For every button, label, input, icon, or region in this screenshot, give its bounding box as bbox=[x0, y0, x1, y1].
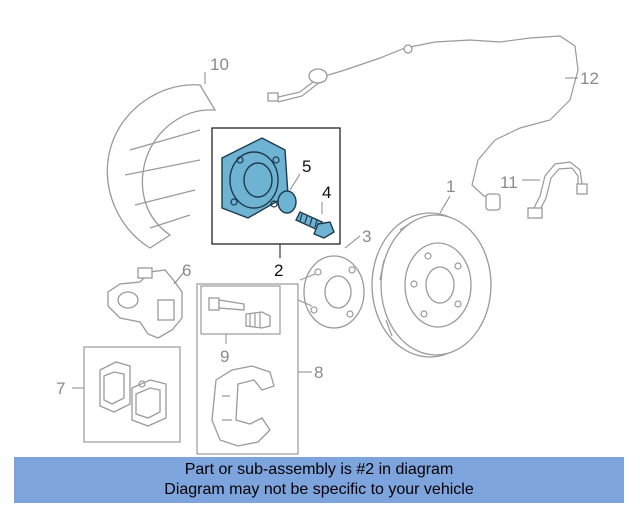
callout-3: 3 bbox=[362, 227, 371, 246]
banner-line-2: Diagram may not be specific to your vehi… bbox=[164, 481, 474, 498]
callout-1: 1 bbox=[446, 177, 455, 196]
callout-6: 6 bbox=[182, 261, 191, 280]
part-2-hub-assembly bbox=[221, 137, 289, 219]
callout-2: 2 bbox=[274, 261, 283, 280]
part-12-abs-sensor-wire bbox=[267, 35, 579, 211]
part-10-dust-shield bbox=[106, 72, 217, 249]
part-6-caliper bbox=[107, 267, 185, 339]
callout-10: 10 bbox=[210, 55, 229, 74]
callout-11: 11 bbox=[500, 173, 518, 192]
diagram-notice-banner: Part or sub-assembly is #2 in diagram Di… bbox=[14, 457, 624, 503]
callout-9: 9 bbox=[220, 347, 229, 366]
callout-8: 8 bbox=[314, 363, 323, 382]
part-8-group-box bbox=[196, 283, 299, 455]
parts-diagram: 12 11 10 5 4 2 bbox=[56, 35, 599, 455]
callout-12: 12 bbox=[580, 69, 599, 88]
part-5-cap bbox=[277, 173, 301, 214]
part-7-group-box bbox=[83, 346, 181, 443]
callout-4: 4 bbox=[322, 183, 331, 202]
part-2-group-box bbox=[211, 127, 341, 245]
part-4-bolt bbox=[295, 202, 335, 239]
part-1-brake-rotor bbox=[371, 195, 492, 358]
banner-line-1: Part or sub-assembly is #2 in diagram bbox=[184, 461, 454, 478]
callout-7: 7 bbox=[56, 379, 65, 398]
callout-5: 5 bbox=[302, 157, 311, 176]
part-8-caliper-bracket bbox=[211, 365, 275, 447]
part-7-brake-pads bbox=[99, 361, 167, 427]
part-9-group-box bbox=[200, 285, 281, 335]
part-11-brake-hose bbox=[522, 161, 588, 219]
part-3-hub bbox=[297, 235, 365, 329]
part-9-guide-pins bbox=[208, 297, 271, 329]
